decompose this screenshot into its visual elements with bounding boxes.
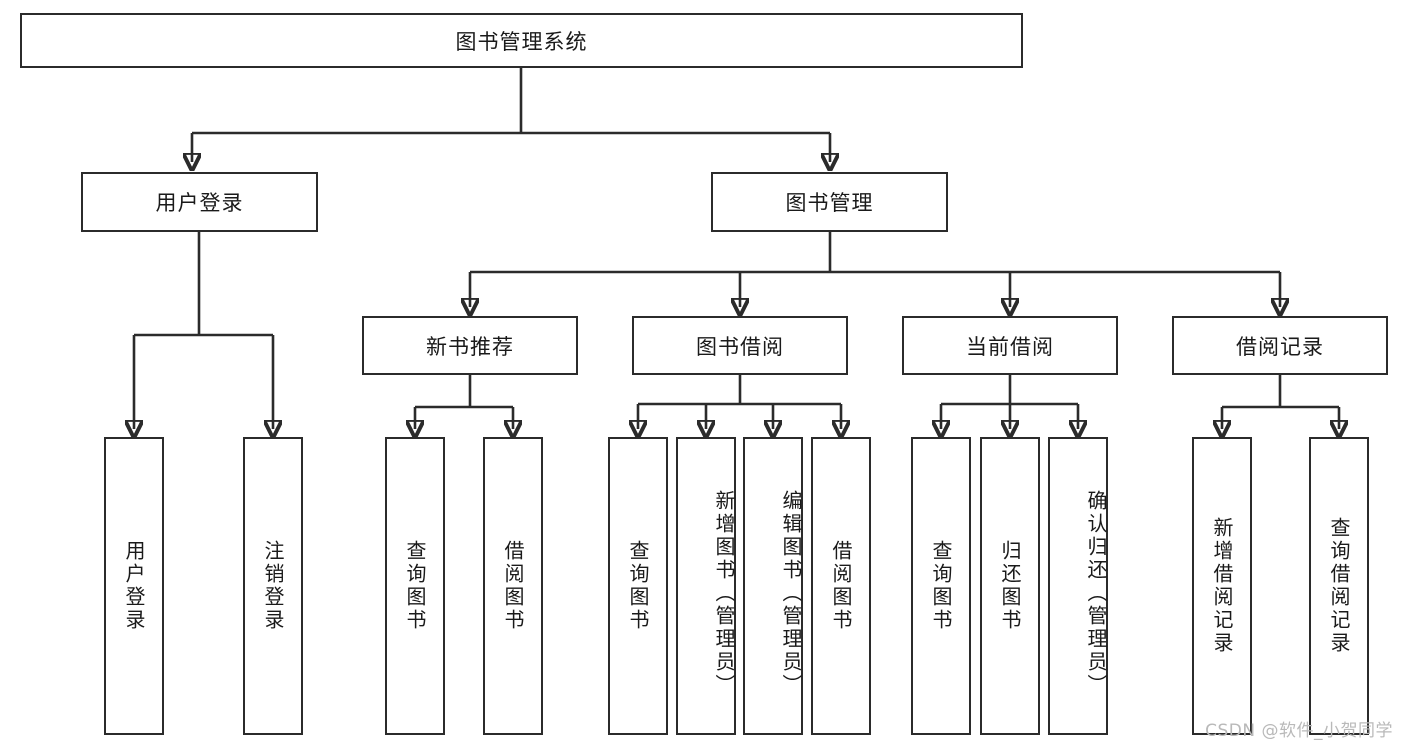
leaf-borrow-add-book-label: 新增图书（管理员） — [712, 489, 736, 697]
node-book-management[interactable]: 图书管理 — [711, 172, 948, 232]
node-current-borrow-label: 当前借阅 — [966, 334, 1054, 359]
node-borrow-record[interactable]: 借阅记录 — [1172, 316, 1388, 375]
leaf-current-confirm-return[interactable]: 确认归还（管理员） — [1048, 437, 1108, 735]
node-book-management-label: 图书管理 — [785, 191, 874, 215]
leaf-current-confirm-return-label: 确认归还（管理员） — [1084, 489, 1108, 697]
leaf-current-query-book[interactable]: 查询图书 — [911, 437, 971, 735]
leaf-record-query[interactable]: 查询借阅记录 — [1309, 437, 1369, 735]
leaf-newbook-query-book-label: 查询图书 — [403, 540, 427, 632]
leaf-user-login-label: 用户登录 — [122, 540, 146, 632]
leaf-current-query-book-label: 查询图书 — [929, 540, 953, 632]
node-book-borrow-label: 图书借阅 — [696, 334, 784, 359]
leaf-record-add-label: 新增借阅记录 — [1210, 517, 1234, 655]
node-book-borrow[interactable]: 图书借阅 — [632, 316, 848, 375]
leaf-newbook-borrow-book-label: 借阅图书 — [501, 540, 525, 632]
node-root-label: 图书管理系统 — [455, 29, 588, 54]
leaf-logout[interactable]: 注销登录 — [243, 437, 303, 735]
leaf-borrow-borrow-book-label: 借阅图书 — [829, 540, 853, 632]
leaf-borrow-add-book[interactable]: 新增图书（管理员） — [676, 437, 736, 735]
leaf-current-return-book-label: 归还图书 — [998, 540, 1022, 632]
leaf-borrow-borrow-book[interactable]: 借阅图书 — [811, 437, 871, 735]
node-new-book-recommend[interactable]: 新书推荐 — [362, 316, 578, 375]
leaf-borrow-edit-book[interactable]: 编辑图书（管理员） — [743, 437, 803, 735]
node-borrow-record-label: 借阅记录 — [1236, 334, 1324, 359]
leaf-user-login[interactable]: 用户登录 — [104, 437, 164, 735]
leaf-record-add[interactable]: 新增借阅记录 — [1192, 437, 1252, 735]
leaf-current-return-book[interactable]: 归还图书 — [980, 437, 1040, 735]
node-user-login-label: 用户登录 — [155, 191, 244, 215]
node-current-borrow[interactable]: 当前借阅 — [902, 316, 1118, 375]
leaf-borrow-query-book[interactable]: 查询图书 — [608, 437, 668, 735]
node-user-login[interactable]: 用户登录 — [81, 172, 318, 232]
leaf-newbook-borrow-book[interactable]: 借阅图书 — [483, 437, 543, 735]
leaf-logout-label: 注销登录 — [261, 540, 285, 632]
leaf-record-query-label: 查询借阅记录 — [1327, 517, 1351, 655]
node-new-book-recommend-label: 新书推荐 — [426, 334, 514, 359]
leaf-borrow-edit-book-label: 编辑图书（管理员） — [779, 489, 803, 697]
node-root[interactable]: 图书管理系统 — [20, 13, 1023, 68]
leaf-borrow-query-book-label: 查询图书 — [626, 540, 650, 632]
watermark: CSDN @软件_小贺同学 — [1205, 721, 1393, 741]
leaf-newbook-query-book[interactable]: 查询图书 — [385, 437, 445, 735]
